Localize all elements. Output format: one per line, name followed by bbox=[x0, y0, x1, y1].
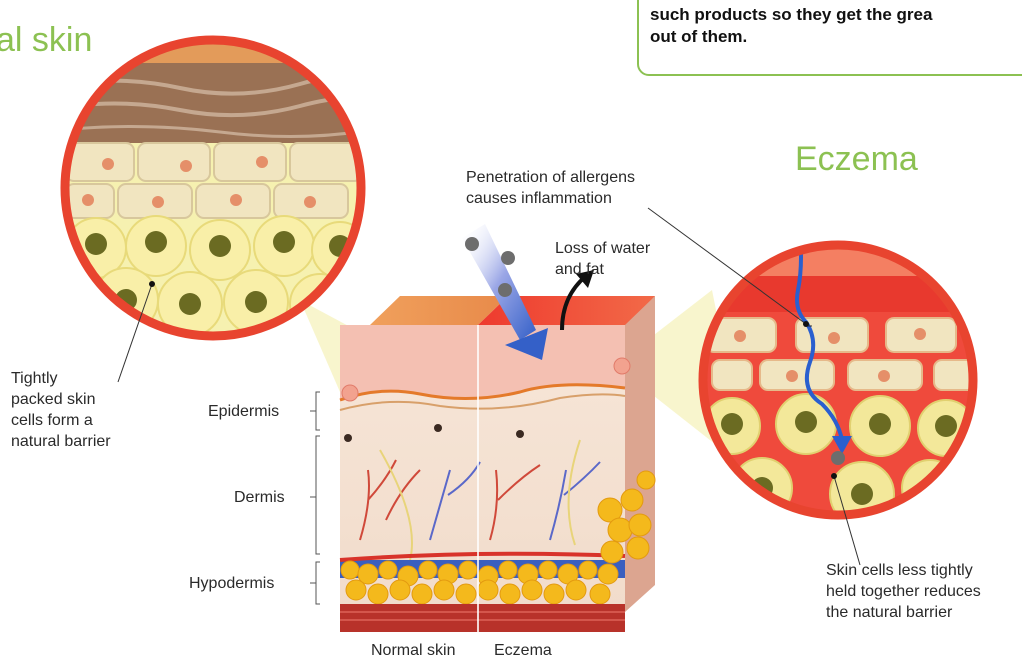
hypodermis-label: Hypodermis bbox=[189, 573, 274, 594]
annotation-line: causes inflammation bbox=[466, 188, 635, 209]
eczema-magnifier bbox=[690, 218, 990, 530]
annotation-line: Tightly bbox=[11, 368, 111, 389]
dermis-label: Dermis bbox=[234, 487, 285, 508]
annotation-line: the natural barrier bbox=[826, 602, 981, 623]
normal-skin-label: Normal skin bbox=[371, 640, 455, 661]
callout-text: such products so they get the grea out o… bbox=[650, 4, 1022, 48]
epidermis-label: Epidermis bbox=[208, 401, 279, 422]
loose-cells-annotation: Skin cells less tightly held together re… bbox=[826, 560, 981, 623]
annotation-line: Penetration of allergens bbox=[466, 167, 635, 188]
annotation-line: Skin cells less tightly bbox=[826, 560, 981, 581]
layer-brackets bbox=[310, 392, 320, 604]
eczema-label: Eczema bbox=[494, 640, 552, 661]
callout-line: such products so they get the grea bbox=[650, 4, 1022, 26]
annotation-line: natural barrier bbox=[11, 431, 111, 452]
annotation-line: packed skin bbox=[11, 389, 111, 410]
allergen-particle-icon bbox=[831, 451, 845, 465]
annotation-line: Loss of water bbox=[555, 238, 650, 259]
annotation-line: cells form a bbox=[11, 410, 111, 431]
tight-cells-annotation: Tightly packed skin cells form a natural… bbox=[11, 368, 111, 452]
annotation-line: and fat bbox=[555, 259, 650, 280]
eczema-heading: Eczema bbox=[795, 139, 918, 179]
skin-cross-section bbox=[340, 296, 655, 632]
water-loss-annotation: Loss of water and fat bbox=[555, 238, 650, 280]
annotation-line: held together reduces bbox=[826, 581, 981, 602]
penetration-annotation: Penetration of allergens causes inflamma… bbox=[466, 167, 635, 209]
normal-skin-heading: al skin bbox=[0, 20, 92, 60]
callout-line: out of them. bbox=[650, 26, 1022, 48]
normal-skin-magnifier bbox=[60, 35, 370, 345]
